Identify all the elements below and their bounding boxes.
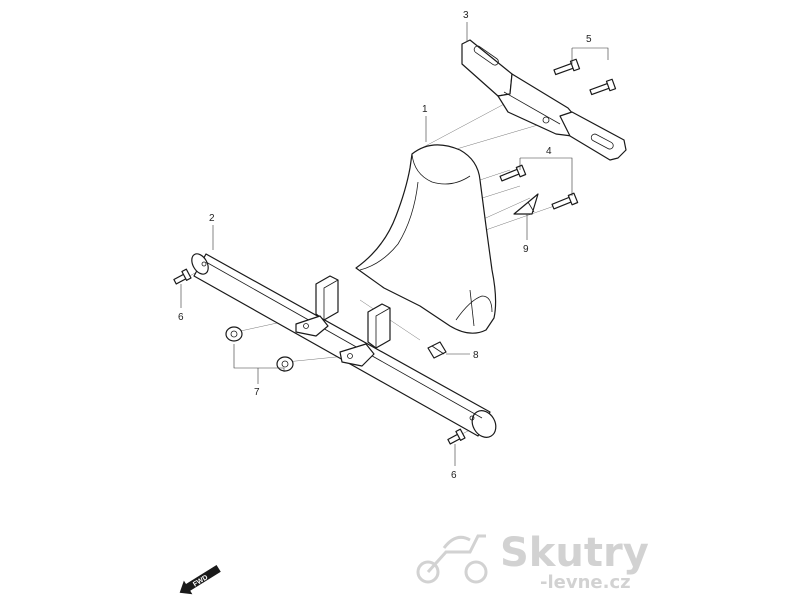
callout-9: 9: [523, 244, 529, 255]
bolt-4-upper: [499, 164, 527, 182]
callouts: 1 2 3 5 4 9 6 7 8 6: [178, 10, 592, 481]
callout-2: 2: [209, 213, 215, 224]
watermark-domain: -levne.cz: [540, 572, 631, 593]
bolt-lower: [589, 78, 617, 96]
screw-6-lower: [447, 428, 466, 445]
watermark-brand: Skutry: [500, 530, 649, 576]
bolt-upper: [553, 58, 581, 76]
rear-fender: [355, 144, 497, 334]
fwd-arrow-icon: FWD: [179, 564, 221, 595]
callout-3: 3: [463, 10, 469, 21]
nut-7-upper: [225, 326, 243, 342]
callout-7: 7: [254, 387, 260, 398]
cross-tube: [191, 253, 497, 438]
leader-lines: [180, 22, 609, 466]
callout-4: 4: [546, 146, 552, 157]
callout-6-lower: 6: [451, 470, 457, 481]
callout-1: 1: [422, 104, 428, 115]
bolt-4-lower: [551, 192, 579, 210]
callout-6-upper: 6: [178, 312, 184, 323]
callout-5: 5: [586, 34, 592, 45]
screw-6-upper: [173, 268, 192, 285]
nut-7-lower: [276, 356, 294, 372]
license-bracket: [461, 39, 627, 161]
fwd-label: FWD: [192, 574, 209, 588]
callout-8: 8: [473, 350, 479, 361]
watermark: Skutry -levne.cz: [416, 530, 649, 593]
mount-tab-left: [295, 275, 339, 337]
scooter-icon: [416, 534, 488, 584]
mount-tab-right: [339, 303, 391, 367]
rivet: [513, 193, 539, 215]
clip: [427, 341, 447, 359]
